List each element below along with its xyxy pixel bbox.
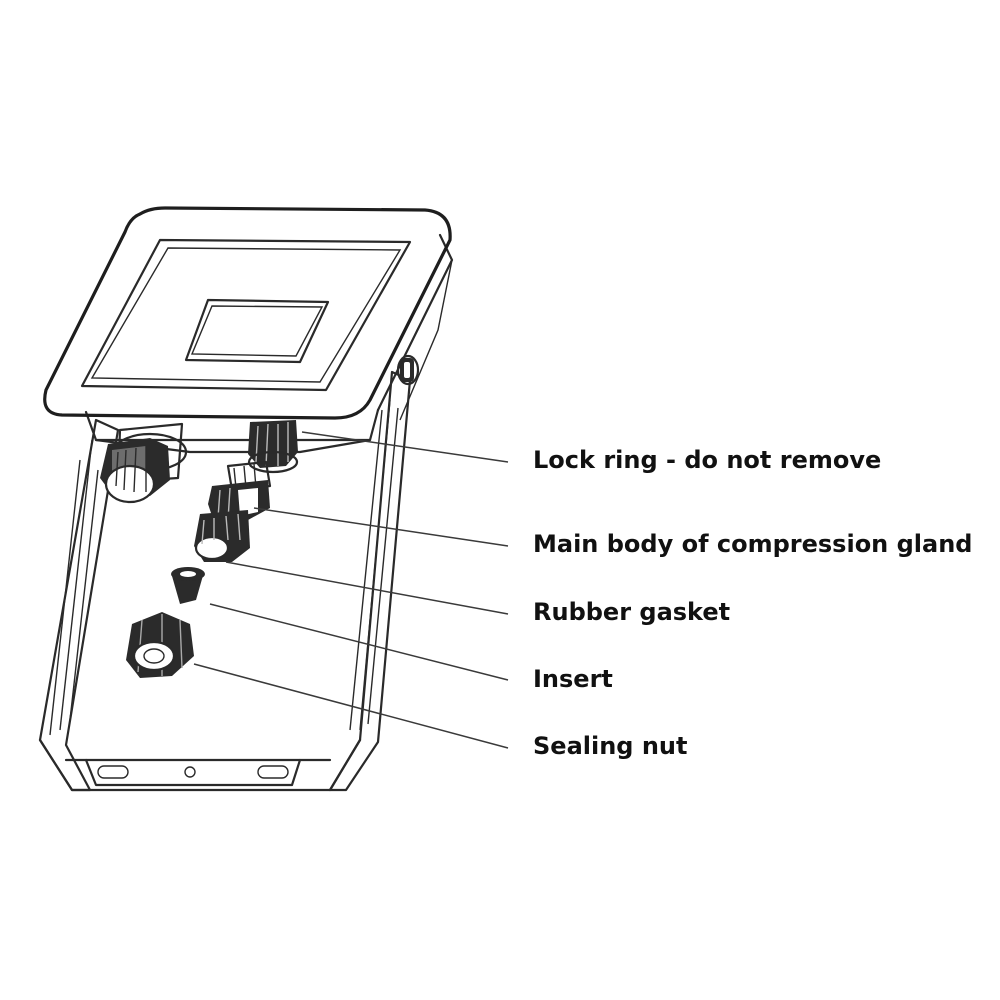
leader-insert: [209, 603, 509, 681]
rubber-gasket-part: [171, 567, 205, 604]
label-insert: Insert: [533, 665, 613, 693]
lock-ring-part: [247, 420, 299, 474]
left-cable-gland: [100, 422, 188, 504]
main-body-part: [194, 460, 272, 562]
sealing-nut-part: [126, 612, 194, 678]
leader-main-body: [253, 507, 509, 547]
leader-lock-ring: [301, 431, 509, 463]
floodlight-housing: [43, 206, 454, 454]
label-rubber-gasket: Rubber gasket: [533, 598, 731, 626]
pivot-screw: [396, 354, 420, 386]
label-main-body: Main body of compression gland: [533, 530, 973, 558]
label-lock-ring: Lock ring - do not remove: [533, 446, 882, 474]
leader-rubber-gasket: [225, 561, 509, 615]
leader-sealing-nut: [193, 663, 509, 749]
mounting-bracket: [38, 370, 412, 792]
label-sealing-nut: Sealing nut: [533, 732, 688, 760]
leader-lines: [193, 431, 509, 749]
